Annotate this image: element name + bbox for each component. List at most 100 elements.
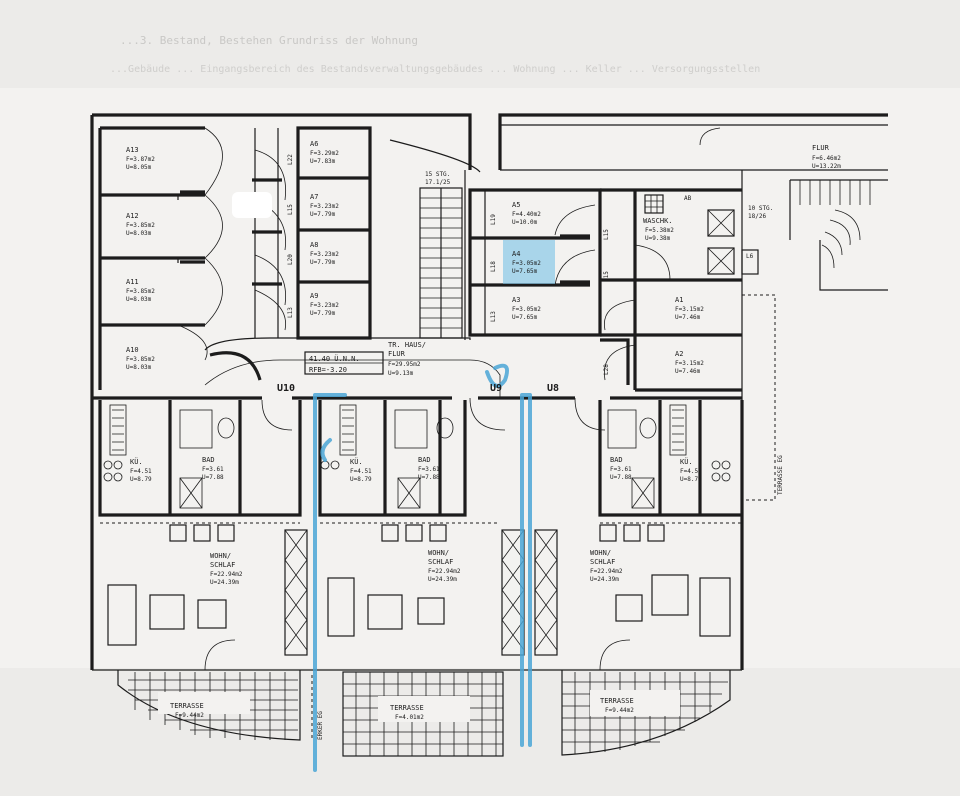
storage-a11-perim: U=8.03m (126, 296, 152, 303)
unit-u10-rooms: KÜ. F=4.51 U=8.79 BAD F=3.61 U=7.88 WOHN… (130, 456, 243, 719)
door-label-11: L6 (746, 253, 754, 260)
u9-kitchen-area: F=4.51 (350, 468, 372, 475)
storage-a4-area: F=3.05m2 (512, 260, 541, 267)
storage-a1-id: A1 (675, 296, 683, 304)
u10-living-2: SCHLAF (210, 561, 235, 569)
u9-bath: BAD (418, 456, 431, 464)
storage-a3-area: F=3.05m2 (512, 306, 541, 313)
u8-kitchen-area: F=4.51 (680, 468, 702, 475)
storage-a10-id: A10 (126, 346, 139, 354)
storage-a7-perim: U=7.79m (310, 211, 336, 218)
correction-patch (232, 192, 272, 218)
storage-a13-id: A13 (126, 146, 139, 154)
apartment-u9 (318, 397, 558, 656)
u9-bath-perim: U=7.88 (418, 474, 440, 481)
terrasse-eg-label: TERRASSE EG (777, 455, 784, 495)
u10-living-perim: U=24.39m (210, 579, 239, 586)
stair-right (699, 127, 888, 291)
storage-a2-perim: U=7.46m (675, 368, 701, 375)
storage-block-left (98, 126, 223, 390)
unit-u8-label: U8 (547, 383, 559, 394)
storage-a6-area: F=3.29m2 (310, 150, 339, 157)
u8-living-2: SCHLAF (590, 558, 615, 566)
door-label-5: L19 (490, 214, 497, 225)
unit-u9-rooms: KÜ. F=4.51 U=8.79 BAD F=3.61 U=7.88 WOHN… (350, 456, 461, 721)
storage-a10-perim: U=8.03m (126, 364, 152, 371)
u10-terrace-area: F=9.44m2 (175, 712, 204, 719)
storage-a9-id: A9 (310, 292, 318, 300)
u10-kitchen: KÜ. (130, 457, 143, 466)
storage-a7-area: F=3.23m2 (310, 203, 339, 210)
door-label-2: L15 (287, 204, 294, 215)
storage-block-center (468, 188, 602, 337)
stair-left-ratio: 17.1/25 (425, 179, 451, 186)
header-line-2: ...Gebäude ... Eingangsbereich des Besta… (110, 64, 760, 75)
u10-terrace: TERRASSE (170, 702, 204, 710)
storage-a4-highlight (503, 240, 555, 284)
u10-living-1: WOHN/ (210, 552, 231, 560)
u8-living-area: F=22.94m2 (590, 568, 623, 575)
door-labels: L22 L15 L20 L13 L19 L18 L13 L15 L15 L28 … (287, 154, 754, 375)
door-label-6: L18 (490, 261, 497, 272)
door-label-10: L28 (603, 364, 610, 375)
plan-sheet (0, 88, 960, 668)
laundry-name: WASCHK. (643, 217, 673, 225)
u10-living-area: F=22.94m2 (210, 571, 243, 578)
storage-middle-labels: A6 F=3.29m2 U=7.83m A7 F=3.23m2 U=7.79m … (310, 140, 339, 317)
u10-kitchen-area: F=4.51 (130, 468, 152, 475)
u9-living-2: SCHLAF (428, 558, 453, 566)
storage-a8-id: A8 (310, 241, 318, 249)
u9-living-1: WOHN/ (428, 549, 449, 557)
stair-left (419, 187, 463, 339)
flur-name: FLUR (812, 144, 830, 152)
central-hall (204, 139, 630, 398)
u10-bath-area: F=3.61 (202, 466, 224, 473)
stair-right-label: 10 STG. (748, 205, 773, 212)
storage-a13-area: F=3.87m2 (126, 156, 155, 163)
storage-a13-perim: U=8.05m (126, 164, 152, 171)
laundry-tag: AB (684, 195, 692, 202)
storage-a5-area: F=4.40m2 (512, 211, 541, 218)
storage-a12-perim: U=8.03m (126, 230, 152, 237)
door-label-7: L13 (490, 311, 497, 322)
hall-area: F=29.95m2 (388, 361, 421, 368)
storage-a3-perim: U=7.65m (512, 314, 538, 321)
u9-living-area: F=22.94m2 (428, 568, 461, 575)
u10-bath-perim: U=7.88 (202, 474, 224, 481)
stair-right-ratio: 18/26 (748, 213, 766, 220)
storage-right-labels: A1 F=3.15m2 U=7.46m A2 F=3.15m2 U=7.46m (675, 296, 704, 375)
outer-walls (90, 113, 888, 671)
u8-bath-area: F=3.61 (610, 466, 632, 473)
door-label-1: L22 (287, 154, 294, 165)
terrace-eg-outline (742, 294, 776, 501)
storage-a8-perim: U=7.79m (310, 259, 336, 266)
apartment-u8 (574, 397, 742, 671)
u9-terrace: TERRASSE (390, 704, 424, 712)
header-line-1: ...3. Bestand, Bestehen Grundriss der Wo… (120, 34, 418, 47)
flur-perimeter: U=13.22m (812, 163, 841, 170)
stair-left-label: 15 STG. (425, 171, 450, 178)
u8-kitchen-perim: U=8.79 (680, 476, 702, 483)
storage-a4-perim: U=7.65m (512, 268, 538, 275)
flur-area: F=6.46m2 (812, 155, 841, 162)
storage-a1-area: F=3.15m2 (675, 306, 704, 313)
storage-a5-id: A5 (512, 201, 520, 209)
storage-a2-area: F=3.15m2 (675, 360, 704, 367)
u10-bath: BAD (202, 456, 215, 464)
laundry-perim: U=9.38m (645, 235, 671, 242)
storage-a3-id: A3 (512, 296, 520, 304)
level-line-1: 41.40 Ü.N.N. (309, 354, 360, 363)
storage-a8-area: F=3.23m2 (310, 251, 339, 258)
storage-a1-perim: U=7.46m (675, 314, 701, 321)
storage-a5-perim: U=10.0m (512, 219, 538, 226)
u8-terrace: TERRASSE (600, 697, 634, 705)
terrace-left (117, 670, 301, 741)
u9-kitchen-perim: U=8.79 (350, 476, 372, 483)
laundry-area: F=5.38m2 (645, 227, 674, 234)
unit-u10-label: U10 (277, 383, 295, 394)
unit-u8-rooms: KÜ. F=4.51 U=8.79 BAD F=3.61 U=7.88 WOHN… (590, 456, 702, 714)
u8-terrace-area: F=9.44m2 (605, 707, 634, 714)
unit-u9-label: U9 (490, 383, 502, 394)
